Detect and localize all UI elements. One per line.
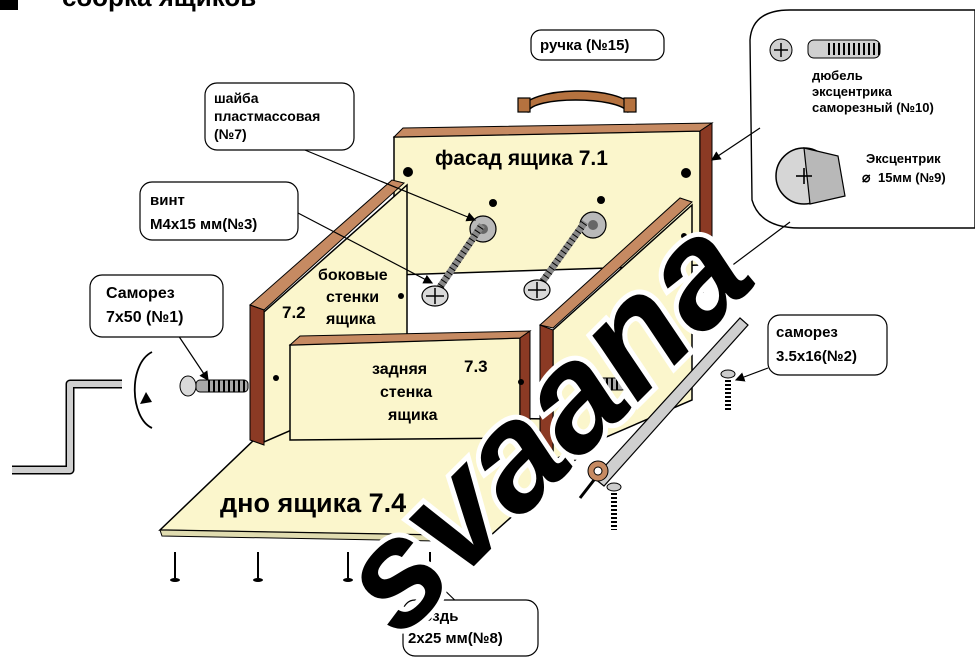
nail-line-1: гвоздь bbox=[408, 608, 458, 625]
side-left-number: 7.2 bbox=[282, 303, 306, 322]
front-label: фасад ящика 7.1 bbox=[435, 147, 608, 170]
screw-m4-line-1: винт bbox=[150, 192, 185, 209]
side-walls-line-2: стенки bbox=[326, 289, 379, 306]
leader-lines bbox=[177, 127, 791, 611]
screw-m4-line-2: М4х15 мм(№3) bbox=[150, 216, 257, 233]
page-title: сборка ящиков bbox=[62, 0, 256, 12]
callout-handle: ручка (№15) bbox=[530, 29, 665, 61]
side-right-number: 7.2 bbox=[618, 303, 642, 322]
back-line-1: задняя bbox=[372, 361, 427, 378]
dowel-part bbox=[769, 38, 881, 62]
washer-line-2: пластмассовая bbox=[214, 108, 320, 124]
drawer-runner-part bbox=[578, 317, 749, 499]
back-line-2: стенка bbox=[380, 384, 432, 401]
dowel-line-1: дюбель bbox=[812, 68, 863, 83]
washer-line-1: шайба bbox=[214, 90, 259, 106]
handle-label: ручка (№15) bbox=[540, 37, 629, 54]
title-bullet bbox=[0, 0, 18, 10]
screw-7x50-line-1: Саморез bbox=[106, 285, 175, 302]
bottom-label: дно ящика 7.4 bbox=[220, 488, 406, 518]
washer-line-3: (№7) bbox=[214, 126, 247, 142]
back-number: 7.3 bbox=[464, 357, 488, 376]
callout-screw-35x16: саморез 3.5х16(№2) bbox=[767, 314, 888, 376]
hex-key-tool bbox=[12, 351, 153, 475]
screw-35x16-line-1: саморез bbox=[776, 324, 838, 341]
screw-7x50-part bbox=[179, 373, 643, 397]
eccentric-line-1: Эксцентрик bbox=[866, 151, 941, 166]
screw-35x16-part bbox=[606, 369, 736, 530]
back-line-3: ящика bbox=[387, 407, 438, 424]
callout-washer: шайба пластмассовая (№7) bbox=[204, 82, 355, 151]
side-walls-line-1: боковые bbox=[318, 267, 388, 284]
callout-screw-7x50: Саморез 7х50 (№1) bbox=[89, 274, 224, 338]
screw-35x16-line-2: 3.5х16(№2) bbox=[776, 348, 857, 365]
callout-nail: гвоздь 2х25 мм(№8) bbox=[402, 599, 539, 657]
handle-part bbox=[517, 90, 637, 114]
diameter-symbol: ⌀ bbox=[862, 169, 871, 185]
screw-7x50-line-2: 7х50 (№1) bbox=[106, 309, 183, 326]
drawer-back: 7.3 задняя стенка ящика bbox=[288, 330, 532, 441]
drawer-bottom: дно ящика 7.4 bbox=[158, 414, 622, 543]
eccentric-line-2: 15мм (№9) bbox=[878, 170, 946, 185]
drawer-side-right: 7.2 bbox=[538, 197, 693, 463]
nails-part bbox=[170, 552, 435, 582]
callout-screw-m4: винт М4х15 мм(№3) bbox=[139, 181, 299, 241]
dowel-line-2: эксцентрика bbox=[812, 84, 893, 99]
dowel-line-3: саморезный (№10) bbox=[812, 100, 934, 115]
eccentric-part bbox=[775, 147, 846, 205]
fittings-inset bbox=[749, 9, 975, 229]
nail-line-2: 2х25 мм(№8) bbox=[408, 630, 503, 647]
side-walls-line-3: ящика bbox=[325, 311, 376, 328]
screw-m4-part bbox=[421, 219, 588, 307]
